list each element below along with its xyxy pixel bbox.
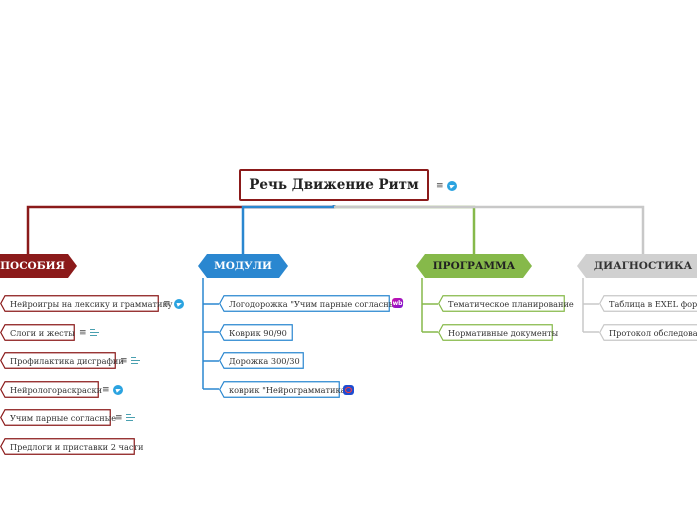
branch-diagnostika[interactable]: ДИАГНОСТИКА bbox=[577, 254, 697, 278]
moduli-item[interactable]: коврик "Нейрограмматика" bbox=[219, 381, 349, 398]
root-topic[interactable]: Речь Движение Ритм bbox=[239, 169, 429, 201]
notes-icon[interactable]: ≡ bbox=[115, 413, 123, 423]
document-icon[interactable] bbox=[131, 356, 141, 366]
moduli-item-label: Коврик 90/90 bbox=[229, 327, 287, 338]
notes-icon[interactable]: ≡ bbox=[79, 328, 87, 338]
posobiya-item[interactable]: Нейроигры на лексику и грамматику bbox=[0, 295, 172, 312]
connector-programma-items bbox=[421, 278, 438, 333]
connector-diagnostika bbox=[334, 205, 645, 254]
diagnostika-item[interactable]: Протокол обследовани bbox=[599, 324, 697, 341]
branch-moduli[interactable]: МОДУЛИ bbox=[198, 254, 288, 278]
moduli-item[interactable]: Дорожка 300/30 bbox=[219, 352, 304, 369]
posobiya-item[interactable]: Учим парные согласные bbox=[0, 409, 116, 426]
connector-posobiya bbox=[26, 205, 336, 254]
branch-moduli-label: МОДУЛИ bbox=[214, 260, 272, 272]
document-icon[interactable] bbox=[90, 328, 100, 338]
branch-diagnostika-label: ДИАГНОСТИКА bbox=[593, 260, 693, 272]
posobiya-item-label: Учим парные согласные bbox=[10, 412, 117, 423]
posobiya-item-label: Слоги и жесты bbox=[10, 327, 75, 338]
connector-moduli bbox=[241, 205, 336, 254]
branch-programma-label: ПРОГРАММА bbox=[432, 260, 516, 272]
programma-item-label: Тематическое планирование bbox=[448, 298, 574, 309]
posobiya-item-label: Нейроигры на лексику и грамматику bbox=[10, 298, 173, 309]
ozon-icon[interactable] bbox=[343, 385, 354, 395]
moduli-item-label: Логодорожка "Учим парные согласные" bbox=[229, 298, 404, 309]
programma-item[interactable]: Нормативные документы bbox=[438, 324, 558, 341]
telegram-icon[interactable] bbox=[174, 299, 184, 309]
moduli-item-label: Дорожка 300/30 bbox=[229, 355, 300, 366]
root-topic-label: Речь Движение Ритм bbox=[249, 177, 419, 193]
posobiya-item[interactable]: Профилактика дисграфии bbox=[0, 352, 124, 369]
document-icon[interactable] bbox=[126, 413, 136, 423]
posobiya-item-label: Профилактика дисграфии bbox=[10, 355, 124, 366]
diagnostika-item-label: Протокол обследовани bbox=[609, 327, 697, 338]
connector-diagnostika-items bbox=[582, 278, 599, 333]
wildberries-icon[interactable]: wb bbox=[392, 298, 403, 308]
diagnostika-item-label: Таблица в EXEL форм bbox=[609, 298, 697, 309]
posobiya-item-label: Нейрологораскраски bbox=[10, 384, 103, 395]
moduli-item[interactable]: Логодорожка "Учим парные согласные" bbox=[219, 295, 404, 312]
notes-icon[interactable]: ≡ bbox=[163, 299, 171, 309]
telegram-icon[interactable] bbox=[113, 385, 123, 395]
notes-icon[interactable]: ≡ bbox=[102, 385, 110, 395]
posobiya-item-label: Предлоги и приставки 2 части bbox=[10, 441, 144, 452]
posobiya-item[interactable]: Нейрологораскраски bbox=[0, 381, 103, 398]
connector-programma bbox=[334, 205, 476, 254]
branch-posobiya-label: ПОСОБИЯ bbox=[0, 260, 65, 272]
notes-icon[interactable]: ≡ bbox=[436, 181, 444, 191]
diagnostika-item[interactable]: Таблица в EXEL форм bbox=[599, 295, 697, 312]
branch-programma[interactable]: ПРОГРАММА bbox=[416, 254, 532, 278]
programma-item[interactable]: Тематическое планирование bbox=[438, 295, 574, 312]
notes-icon[interactable]: ≡ bbox=[120, 356, 128, 366]
programma-item-label: Нормативные документы bbox=[448, 327, 559, 338]
telegram-icon[interactable] bbox=[447, 181, 457, 191]
connector-moduli-items bbox=[202, 278, 219, 390]
posobiya-item[interactable]: Слоги и жесты bbox=[0, 324, 75, 341]
moduli-item[interactable]: Коврик 90/90 bbox=[219, 324, 293, 341]
posobiya-item[interactable]: Предлоги и приставки 2 части bbox=[0, 438, 143, 455]
moduli-item-label: коврик "Нейрограмматика" bbox=[229, 384, 350, 395]
branch-posobiya[interactable]: ПОСОБИЯ bbox=[0, 254, 77, 278]
